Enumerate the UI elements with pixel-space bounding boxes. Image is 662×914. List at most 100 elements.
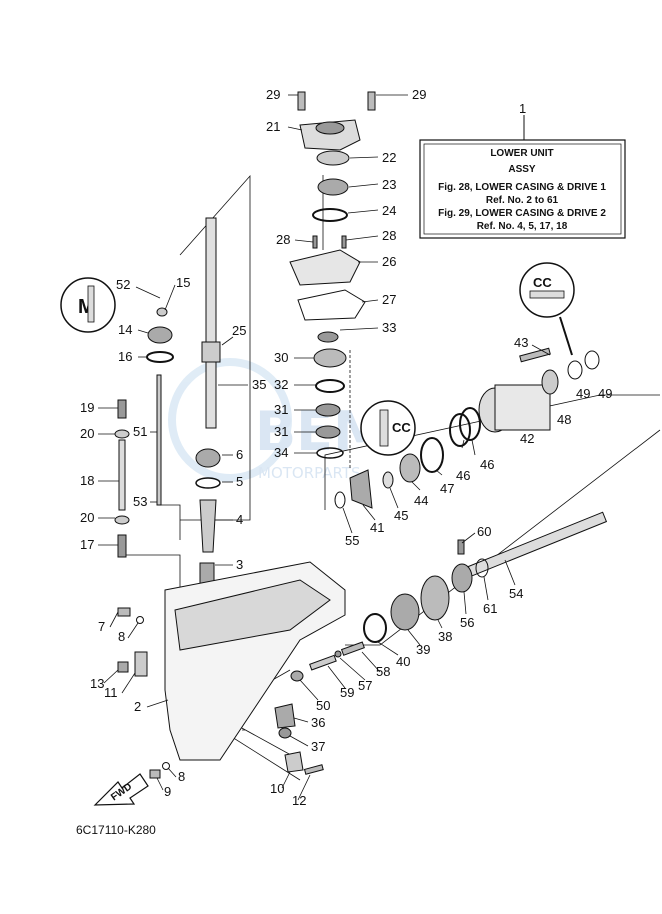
label-37: 37 — [311, 739, 325, 754]
label-41: 41 — [370, 520, 384, 535]
label-6: 6 — [236, 447, 243, 462]
label-39: 39 — [416, 642, 430, 657]
label-61: 61 — [483, 601, 497, 616]
label-3: 3 — [236, 557, 243, 572]
watermark-sub: MOTORPARTS — [258, 464, 361, 482]
insert-cartridge — [316, 150, 350, 166]
label-19: 19 — [80, 400, 94, 415]
label-4: 4 — [236, 512, 243, 527]
label-9: 9 — [164, 784, 171, 799]
clutch-56 — [451, 563, 473, 593]
bearing-48 — [541, 369, 559, 395]
bolt-29a — [297, 91, 306, 111]
label-24: 24 — [382, 203, 396, 218]
label-28b: 28 — [382, 228, 396, 243]
oil-seal-33 — [317, 331, 339, 343]
fitting-17 — [117, 534, 127, 558]
ring-46a — [449, 413, 471, 447]
label-40: 40 — [396, 654, 410, 669]
m-badge: M — [60, 277, 116, 333]
cc-badge-2-text: CC — [392, 420, 411, 435]
label-8a: 8 — [118, 629, 125, 644]
label-15: 15 — [176, 275, 190, 290]
label-58: 58 — [376, 664, 390, 679]
oil-seal-31b — [315, 425, 341, 439]
label-28a: 28 — [276, 232, 290, 247]
washer-8b — [162, 762, 170, 770]
label-17: 17 — [80, 537, 94, 552]
label-45: 45 — [394, 508, 408, 523]
spring-58 — [340, 641, 365, 656]
washer-15 — [156, 307, 168, 317]
impeller — [317, 178, 349, 196]
pipe-18 — [118, 439, 126, 511]
anode-10 — [284, 751, 304, 773]
drive-shaft — [205, 217, 217, 429]
fwd-arrow: FWD — [93, 773, 149, 806]
label-38: 38 — [438, 629, 452, 644]
seal-49a — [567, 360, 583, 380]
o-ring-47 — [420, 437, 444, 473]
forward-gear-38 — [420, 575, 450, 621]
label-14: 14 — [118, 322, 132, 337]
shim-40 — [363, 613, 387, 643]
clip-20a — [114, 429, 130, 439]
label-22: 22 — [382, 150, 396, 165]
spring-61 — [475, 558, 489, 578]
clip-20b — [114, 515, 130, 525]
label-2: 2 — [134, 699, 141, 714]
label-20a: 20 — [80, 426, 94, 441]
title-box-line6: Ref. No. 4, 5, 17, 18 — [477, 221, 568, 232]
label-16: 16 — [118, 349, 132, 364]
seal-49b — [584, 350, 600, 370]
label-13: 13 — [90, 676, 104, 691]
washer-5 — [195, 477, 221, 489]
label-32: 32 — [274, 377, 288, 392]
label-35: 35 — [252, 377, 266, 392]
label-57: 57 — [358, 678, 372, 693]
label-44: 44 — [414, 493, 428, 508]
gasket-27 — [297, 289, 366, 321]
title-box: 1 LOWER UNIT ASSY Fig. 28, LOWER CASING … — [419, 101, 626, 239]
label-34: 34 — [274, 445, 288, 460]
label-59: 59 — [340, 685, 354, 700]
plate-11 — [134, 651, 148, 677]
pin-60 — [457, 539, 465, 555]
o-ring-32 — [315, 379, 345, 393]
label-10: 10 — [270, 781, 284, 796]
label-49b: 49 — [598, 386, 612, 401]
label-43: 43 — [514, 335, 528, 350]
title-box-line5: Fig. 29, LOWER CASING & DRIVE 2 — [438, 208, 606, 219]
label-51: 51 — [133, 424, 147, 439]
label-60: 60 — [477, 524, 491, 539]
pin-28b — [341, 235, 347, 249]
outer-plate-cartridge — [289, 249, 361, 286]
label-5: 5 — [236, 474, 243, 489]
cc-badge-text: CC — [533, 275, 552, 290]
cc-badge-2: CC — [360, 400, 416, 456]
bearing-39 — [390, 593, 420, 631]
label-48: 48 — [557, 412, 571, 427]
water-pump-housing — [299, 119, 361, 151]
title-box-line4: Ref. No. 2 to 61 — [486, 195, 559, 206]
label-46b: 46 — [480, 457, 494, 472]
label-50: 50 — [316, 698, 330, 713]
bearing-44 — [399, 453, 421, 483]
label-31a: 31 — [274, 402, 288, 417]
shift-cam-50 — [290, 670, 304, 682]
leader-lines — [98, 94, 551, 801]
housing-30 — [313, 348, 347, 368]
screw-9 — [149, 769, 161, 779]
shift-rod — [156, 374, 162, 506]
shift-plunger-59 — [309, 654, 337, 671]
oil-seal-31a — [315, 403, 341, 417]
label-21: 21 — [266, 119, 280, 134]
part-labels: 29 29 21 22 23 24 28 28 26 27 33 30 32 3… — [80, 87, 612, 808]
title-box-line2: ASSY — [508, 164, 536, 175]
ball-57 — [334, 650, 342, 658]
washer-55 — [334, 491, 346, 509]
label-54: 54 — [509, 586, 523, 601]
o-ring-24 — [312, 208, 348, 222]
label-23: 23 — [382, 177, 396, 192]
